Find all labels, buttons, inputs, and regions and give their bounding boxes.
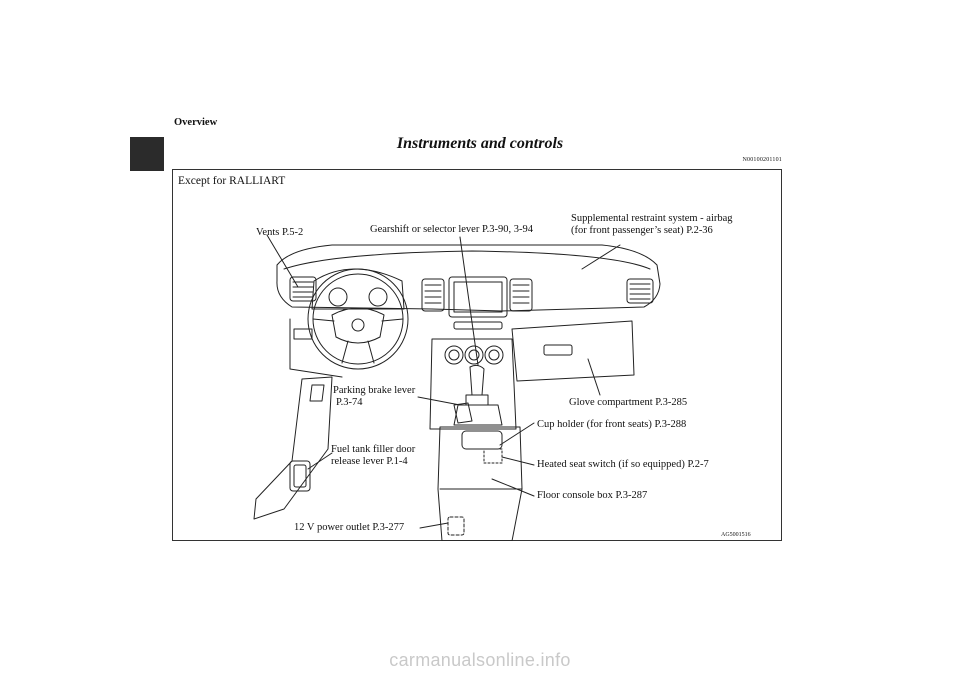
dashboard-outline [276,244,661,312]
callout-heated-seat: Heated seat switch (if so equipped) P.2-… [537,459,709,470]
callout-glove-compartment: Glove compartment P.3-285 [569,397,688,408]
callout-parking-brake: Parking brake lever P.3-74 [333,385,416,408]
section-tab-marker [130,137,164,171]
callout-gearshift: Gearshift or selector lever P.3-90, 3-94 [370,224,533,235]
gear-lever [453,364,503,426]
section-label: Overview [174,117,218,128]
watermark: carmanualsonline.info [389,650,571,670]
callout-floor-console: Floor console box P.3-287 [537,490,648,501]
door-panel [253,376,333,520]
callout-fuel-door: Fuel tank filler door release lever P.1-… [331,444,416,467]
center-display [448,276,508,318]
parking-brake [453,402,473,424]
fuel-door-lever [289,460,311,492]
leader-lines [266,234,621,529]
callout-cup-holder: Cup holder (for front seats) P.3-288 [537,419,687,430]
glove-compartment [511,320,635,382]
center-stack [429,338,517,430]
callout-vents: Vents P.5-2 [256,227,304,238]
center-vents [421,278,533,312]
power-outlet [447,516,465,536]
page-title: Instruments and controls [396,135,564,152]
instrument-cluster [311,268,405,310]
right-vent [626,278,654,304]
document-code: N00100201101 [742,157,782,163]
callout-power-outlet: 12 V power outlet P.3-277 [294,522,405,533]
steering-wheel [307,268,409,370]
dashboard-illustration [253,234,661,541]
floor-console [437,426,523,541]
left-vent [289,276,317,302]
figure-variant-label: Except for RALLIART [178,175,286,187]
callout-srs-airbag: Supplemental restraint system - airbag (… [571,213,733,236]
figure-code: AG5001516 [721,532,751,538]
